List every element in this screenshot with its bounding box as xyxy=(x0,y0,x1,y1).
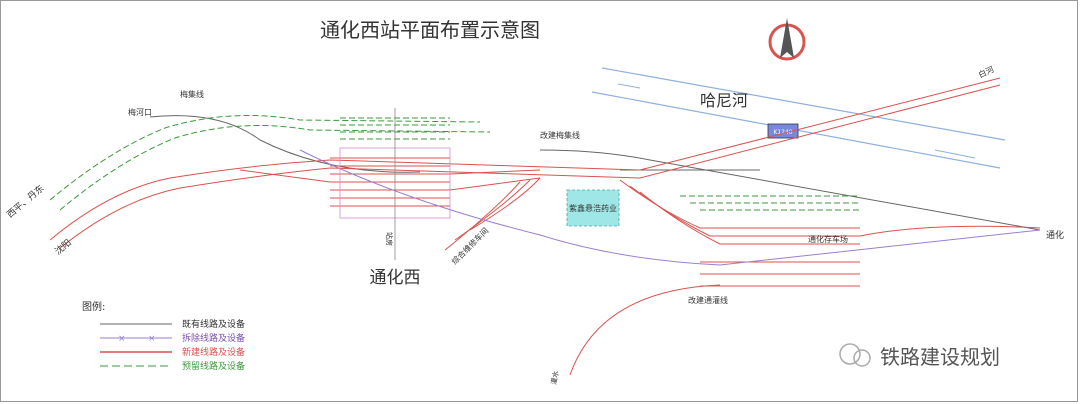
north-arrow-icon xyxy=(768,18,806,61)
reserved-lines xyxy=(49,115,860,211)
legend: 图例: 既有线路及设备 × × 拆除线路及设备 新建线路及设备 预留线路及设备 xyxy=(82,300,245,372)
legend-label-removed: 拆除线路及设备 xyxy=(182,332,245,344)
wechat-icon xyxy=(839,343,861,365)
diagram-title: 通化西站平面布置示意图 xyxy=(320,18,540,42)
label-meihekou: 梅河口 xyxy=(128,107,152,117)
legend-label-reserved: 预留线路及设备 xyxy=(182,360,245,372)
bridge-marker xyxy=(767,123,799,139)
river: K1240 xyxy=(591,67,1006,169)
watermark-text: 铁路建设规划 xyxy=(880,345,1000,369)
label-guanshui: 灌水 xyxy=(549,370,560,385)
pharma-label: 紫鑫悬浩药业 xyxy=(569,203,617,213)
label-meiji: 梅集线 xyxy=(180,89,204,99)
label-gaijian-tongguan: 改建通灌线 xyxy=(688,295,728,305)
watermark: 铁路建设规划 xyxy=(839,343,1000,369)
svg-text:×: × xyxy=(118,334,126,344)
bridge-label: K1240 xyxy=(773,129,792,136)
new-lines xyxy=(49,77,1041,376)
label-tonghua: 通化 xyxy=(1046,229,1064,241)
legend-label-new: 新建线路及设备 xyxy=(182,346,245,358)
river-name: 哈尼河 xyxy=(700,91,748,110)
existing-lines xyxy=(149,115,1041,231)
removed-lines xyxy=(299,149,1041,266)
label-siping: 西平、丹东 xyxy=(4,182,46,220)
label-baihe: 白河 xyxy=(977,64,996,80)
station-name: 通化西 xyxy=(370,268,421,288)
legend-label-existing: 既有线路及设备 xyxy=(182,318,245,330)
label-zonghe: 综合维修车间 xyxy=(449,225,490,266)
pharma-plant-area xyxy=(566,189,620,227)
label-depot: 通化存车场 xyxy=(808,234,848,244)
label-gaijian-meiji: 改建梅集线 xyxy=(540,130,580,140)
svg-text:×: × xyxy=(148,334,156,344)
legend-title: 图例: xyxy=(82,300,105,313)
label-platform: 站房 xyxy=(385,232,394,246)
